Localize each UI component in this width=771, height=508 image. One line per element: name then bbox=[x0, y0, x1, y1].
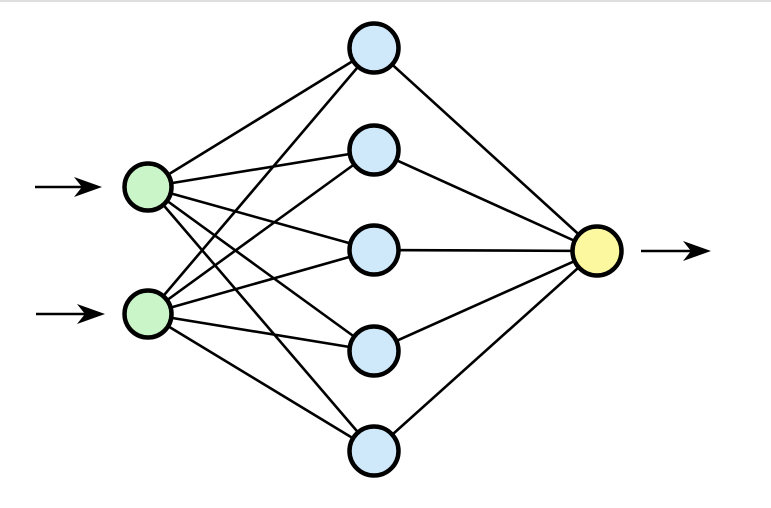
top-border-line bbox=[0, 0, 771, 2]
edge-input1-hidden3 bbox=[147, 185, 375, 252]
edge-input2-hidden5 bbox=[147, 312, 375, 453]
edge-hidden4-output1 bbox=[373, 249, 598, 353]
hidden-node-1 bbox=[347, 21, 401, 75]
input-node-1 bbox=[122, 161, 174, 213]
edge-input2-hidden2 bbox=[147, 148, 375, 316]
output-node-1 bbox=[570, 224, 624, 278]
hidden-node-2 bbox=[347, 123, 401, 177]
output-arrow-head-icon bbox=[683, 241, 711, 261]
edge-hidden3-output1 bbox=[373, 248, 598, 253]
edge-hidden1-output1 bbox=[373, 47, 598, 252]
hidden-node-4 bbox=[347, 324, 401, 378]
edge-hidden5-output1 bbox=[373, 250, 598, 452]
input-arrow-1-head-icon bbox=[74, 177, 102, 197]
input-node-2 bbox=[122, 288, 174, 340]
edge-input1-hidden4 bbox=[147, 185, 375, 353]
edge-input2-hidden4 bbox=[147, 312, 375, 353]
edge-hidden2-output1 bbox=[373, 148, 598, 253]
hidden-node-5 bbox=[347, 424, 401, 478]
edge-input2-hidden3 bbox=[147, 248, 375, 316]
input-arrow-2-head-icon bbox=[77, 304, 105, 324]
edge-input2-hidden1 bbox=[147, 47, 375, 315]
edge-input1-hidden2 bbox=[147, 148, 375, 189]
edge-input1-hidden5 bbox=[147, 186, 375, 452]
hidden-node-3 bbox=[347, 223, 401, 277]
edge-input1-hidden1 bbox=[147, 46, 375, 189]
